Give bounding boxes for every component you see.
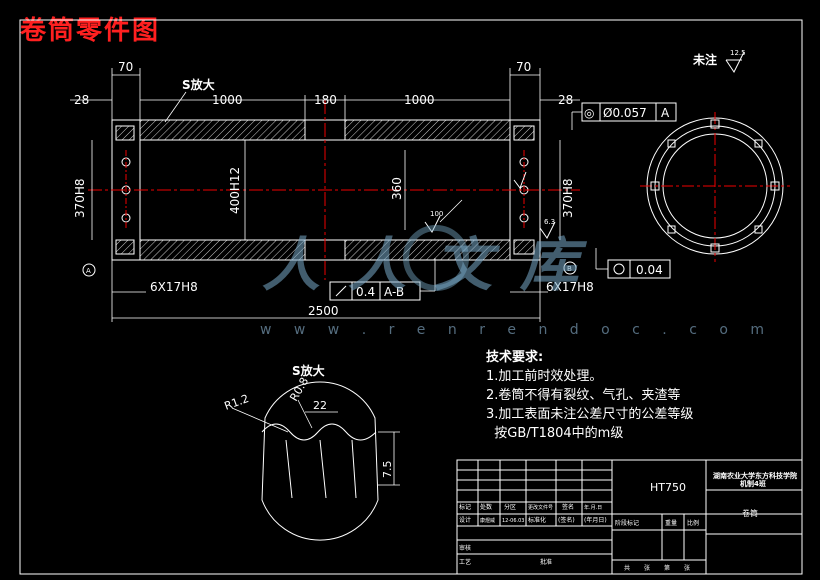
tb-stage-3: 比例 bbox=[687, 519, 699, 527]
runout-tolerance-frame: 0.4 A-B bbox=[329, 258, 436, 301]
tech-item-2: 2.卷筒不得有裂纹、气孔、夹渣等 bbox=[486, 388, 681, 403]
tb-r1-c4: 更改文件号 bbox=[528, 504, 553, 511]
top-wall-left-hatch bbox=[139, 119, 306, 141]
tb-r1-c2: 处数 bbox=[480, 503, 492, 511]
drawing-frame bbox=[19, 19, 803, 575]
tb-r2-c4: 标准化 bbox=[528, 516, 546, 524]
dim-middle-segment: 180 bbox=[314, 93, 337, 107]
datum-b-marker bbox=[563, 261, 577, 275]
watermark-ring bbox=[403, 225, 469, 291]
tb-r4-c2: 批准 bbox=[540, 558, 552, 566]
s-enlarge-leader bbox=[164, 91, 187, 123]
position-datum: A bbox=[661, 106, 670, 120]
roundness-value: 0.04 bbox=[636, 263, 663, 277]
watermark-url: w w w . r e n r e n d o c . c o m bbox=[260, 322, 773, 338]
material-label: HT750 bbox=[650, 481, 686, 494]
dim-right-bore: 370H8 bbox=[561, 178, 575, 218]
school-class: 机制4班 bbox=[740, 479, 766, 488]
school-name: 湖南农业大学东方科技学院 bbox=[713, 471, 797, 480]
tb-r2-c6: (年月日) bbox=[584, 516, 607, 524]
tb-r3-c1: 审核 bbox=[459, 544, 471, 552]
dim-left-holes: 6X17H8 bbox=[150, 280, 198, 294]
tech-item-3: 3.加工表面未注公差尺寸的公差等级 bbox=[486, 407, 694, 422]
position-tolerance-frame: ◎ Ø0.057 A bbox=[571, 102, 677, 130]
left-flange-top-hatch bbox=[115, 125, 135, 141]
drum-end-view bbox=[640, 112, 790, 262]
tb-r1-c3: 分区 bbox=[504, 503, 516, 511]
right-flange-bottom-hatch bbox=[513, 239, 535, 255]
tech-item-1: 1.加工前时效处理。 bbox=[486, 369, 603, 384]
dim-right-holes: 6X17H8 bbox=[546, 280, 594, 294]
tb-r4-c1: 工艺 bbox=[459, 558, 471, 566]
tb-stage-1: 阶段标记 bbox=[615, 519, 639, 527]
position-symbol: ◎ bbox=[584, 106, 594, 120]
dim-right-segment: 1000 bbox=[404, 93, 435, 107]
tb-bottom-1: 共 bbox=[624, 564, 630, 572]
runout-datum: A-B bbox=[384, 285, 404, 299]
right-flange-top-hatch bbox=[513, 125, 535, 141]
part-name: 卷筒 bbox=[742, 508, 758, 518]
s-enlarge-detail-label: S放大 bbox=[292, 363, 325, 378]
dim-left-flange-width: 70 bbox=[118, 60, 133, 74]
tb-bottom-3: 第 bbox=[664, 564, 670, 572]
tb-r1-c5: 签名 bbox=[562, 503, 574, 511]
tb-r1-c6: 年.月.日 bbox=[584, 504, 602, 511]
runout-value: 0.4 bbox=[356, 285, 375, 299]
dimension-lines bbox=[70, 68, 580, 322]
watermark-text: 人人文库 bbox=[262, 231, 607, 299]
title-block bbox=[456, 459, 803, 575]
dim-total-length: 2500 bbox=[308, 304, 339, 318]
tb-r1-c1: 标记 bbox=[459, 503, 471, 511]
drum-section-view bbox=[88, 100, 580, 280]
s-enlarge-label: S放大 bbox=[182, 77, 215, 92]
roughness-surface: 100 bbox=[430, 210, 443, 218]
datum-a-marker bbox=[82, 263, 96, 277]
tb-r2-c2: 康煜威 bbox=[480, 517, 495, 524]
tb-stage-2: 重量 bbox=[665, 519, 677, 527]
datum-a-label: A bbox=[86, 267, 91, 275]
unmarked-label: 未注 bbox=[692, 52, 717, 67]
roughness-marks: 12.5 100 6.3 bbox=[424, 49, 746, 239]
dim-main-bore: 400H12 bbox=[228, 167, 242, 214]
tb-r2-c3: 12-06.03 bbox=[502, 518, 524, 524]
roundness-tolerance-frame: 0.04 bbox=[595, 248, 671, 279]
tb-bottom-2: 张 bbox=[644, 564, 650, 572]
tb-r2-c1: 设计 bbox=[459, 516, 471, 524]
groove-r2: R0.8 bbox=[287, 375, 311, 403]
top-wall-right-hatch bbox=[344, 119, 511, 141]
dim-left-inner: 28 bbox=[74, 93, 89, 107]
technical-requirements: 技术要求: 1.加工前时效处理。 2.卷筒不得有裂纹、气孔、夹渣等 3.加工表面… bbox=[486, 348, 693, 443]
dim-inner-bore: 360 bbox=[390, 177, 404, 200]
tech-item-4: 按GB/T1804中的m级 bbox=[486, 426, 624, 441]
tb-bottom-4: 张 bbox=[684, 564, 690, 572]
tech-heading: 技术要求: bbox=[486, 350, 544, 365]
dim-right-flange-width: 70 bbox=[516, 60, 531, 74]
roughness-bore: 6.3 bbox=[544, 218, 555, 226]
dim-left-segment: 1000 bbox=[212, 93, 243, 107]
dim-right-inner: 28 bbox=[558, 93, 573, 107]
drawing-title: 卷筒零件图 bbox=[20, 16, 161, 46]
left-flange-bottom-hatch bbox=[115, 239, 135, 255]
tb-r2-c5: (签名) bbox=[558, 516, 575, 524]
position-value: Ø0.057 bbox=[603, 106, 647, 120]
groove-pitch: 22 bbox=[313, 399, 327, 412]
groove-depth: 7.5 bbox=[381, 461, 394, 479]
groove-detail-view bbox=[231, 381, 400, 541]
roughness-general: 12.5 bbox=[730, 49, 746, 57]
datum-b-label: B bbox=[567, 265, 572, 273]
dim-left-bore: 370H8 bbox=[73, 178, 87, 218]
